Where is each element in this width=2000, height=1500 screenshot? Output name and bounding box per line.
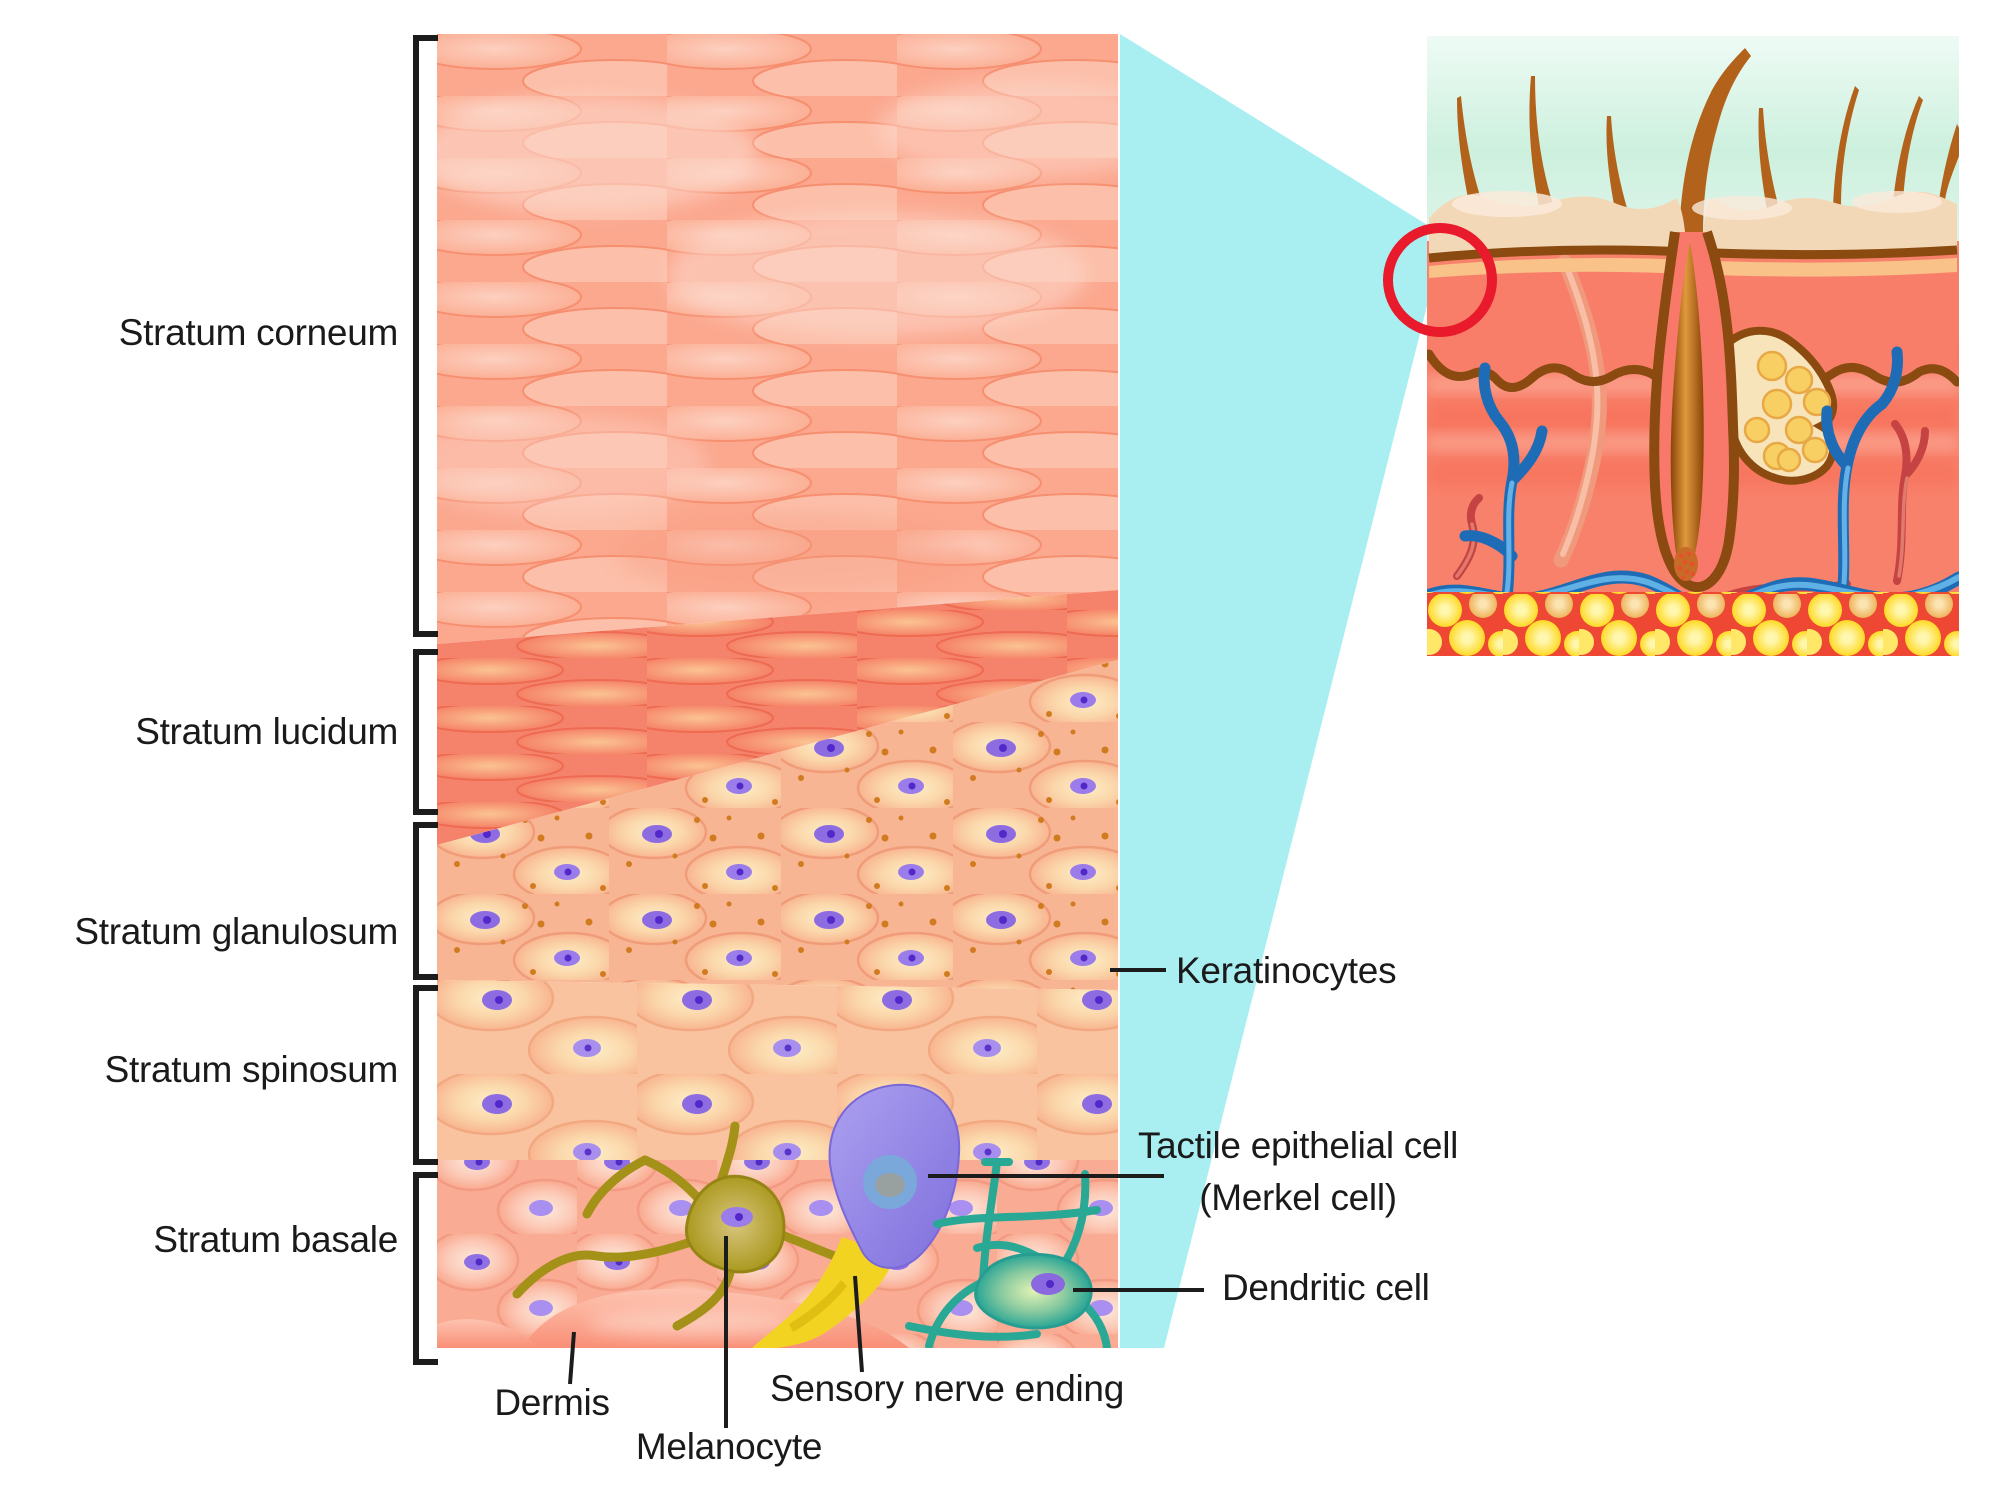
label-dendritic-cell: Dendritic cell <box>1222 1267 1430 1308</box>
bracket-stratum-corneum <box>413 35 438 637</box>
label-tactile-line2: (Merkel cell) <box>1199 1177 1397 1218</box>
sebaceous-gland <box>1722 326 1838 485</box>
bracket-stratum-granulosum <box>413 822 438 980</box>
pointer-lines <box>568 968 1204 1428</box>
epidermis-panel-illustration <box>437 34 1118 1348</box>
dendritic-cell <box>905 1158 1111 1348</box>
dermis-pointer-line <box>568 1331 576 1385</box>
label-tactile-line1: Tactile epithelial cell <box>1137 1125 1459 1166</box>
arrector-pili-muscle <box>1553 254 1607 568</box>
sensory-nerve <box>752 1237 895 1348</box>
bracket-stratum-basale <box>413 1172 438 1365</box>
label-melanocyte: Melanocyte <box>635 1426 823 1467</box>
label-dermis: Dermis <box>494 1382 610 1423</box>
label-stratum-lucidum: Stratum lucidum <box>135 711 398 752</box>
label-sensory-nerve: Sensory nerve ending <box>770 1368 1124 1409</box>
zoom-wedge-shape <box>1120 34 1429 1348</box>
bracket-stratum-lucidum <box>413 649 438 815</box>
hair-follicle <box>1649 230 1739 593</box>
label-keratinocytes: Keratinocytes <box>1176 950 1397 991</box>
label-tactile-epithelial-cell: Tactile epithelial cell (Merkel cell) <box>1128 1120 1468 1224</box>
label-stratum-granulosum: Stratum glanulosum <box>74 911 398 952</box>
label-stratum-spinosum: Stratum spinosum <box>104 1049 399 1090</box>
stratum-corneum-band <box>437 34 1118 644</box>
melanocyte-cell <box>512 1121 862 1331</box>
stratum-granulosum-band <box>437 660 1118 990</box>
magnifier-circle <box>1383 223 1497 337</box>
stratum-lucidum-band <box>437 590 1118 845</box>
layer-brackets <box>413 35 438 1365</box>
merkel-cell <box>828 1083 961 1269</box>
skin-inset-illustration <box>1427 36 1959 656</box>
hairs <box>1457 48 1959 236</box>
bracket-stratum-spinosum <box>413 985 438 1165</box>
label-stratum-corneum: Stratum corneum <box>118 312 399 353</box>
label-stratum-basale: Stratum basale <box>153 1219 398 1260</box>
fat-layer <box>1427 592 1959 656</box>
sensory-pointer-line <box>853 1275 864 1373</box>
